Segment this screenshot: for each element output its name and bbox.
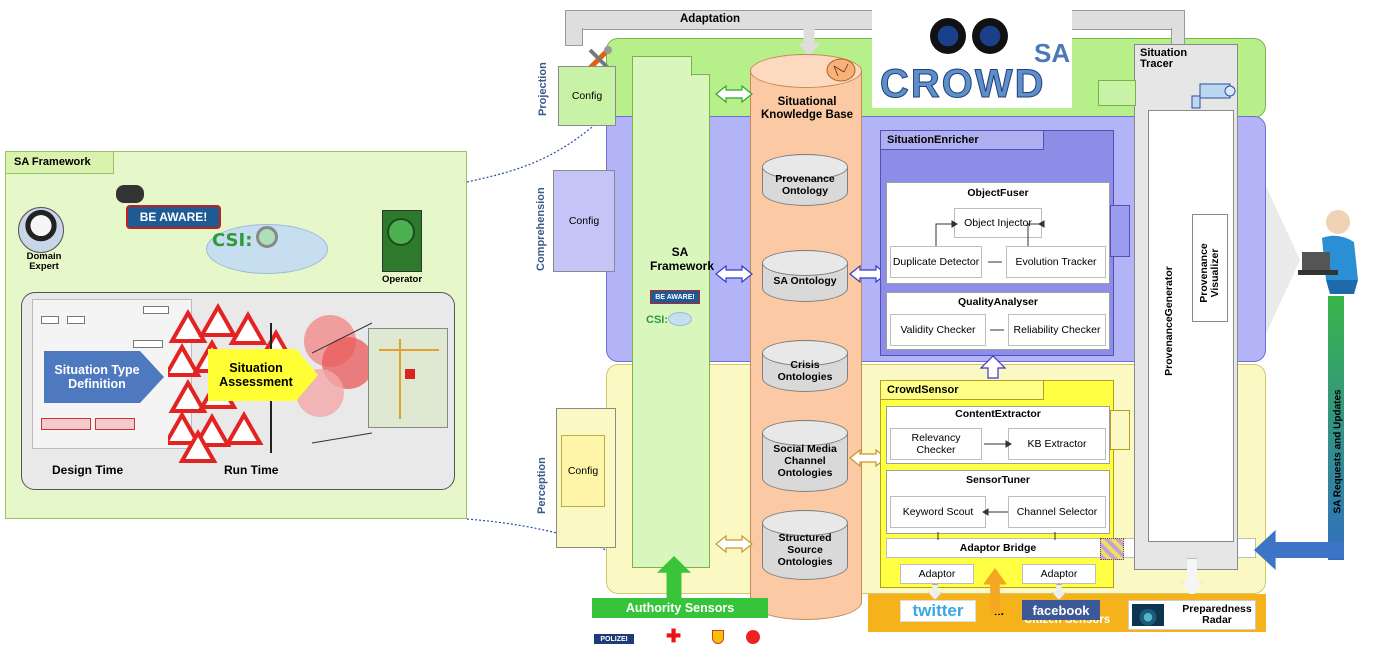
situation-tracer-label: Situation Tracer — [1140, 47, 1188, 70]
situation-assessment-arrow: Situation Assessment — [208, 349, 318, 401]
beaware-logo: BE AWARE! — [126, 205, 221, 229]
sa-ontology: SA Ontology — [762, 250, 848, 302]
domain-expert-label: Domain Expert — [26, 251, 62, 272]
csi-logo-ellipse — [206, 224, 328, 274]
radar-icon — [1132, 604, 1164, 626]
operator-label: Operator — [381, 274, 423, 285]
channel-selector: Channel Selector — [1008, 496, 1106, 528]
perception-config-label: Config — [567, 465, 599, 477]
crowd-logo-text: CROWD — [880, 62, 1046, 107]
content-extractor-title: ContentExtractor — [955, 408, 1041, 420]
kb-extractor: KB Extractor — [1008, 428, 1106, 460]
perception-config-inner: Config — [561, 435, 605, 507]
object-fuser-title: ObjectFuser — [967, 187, 1029, 199]
crowd-sensor-internal-arrows — [937, 440, 1056, 540]
adaptor-right: Adaptor — [1022, 564, 1096, 584]
sensor-tuner-title: SensorTuner — [966, 474, 1030, 486]
adaptation-down-left — [565, 28, 583, 46]
adaptor-left: Adaptor — [900, 564, 974, 584]
user-icon — [1298, 210, 1358, 294]
projection-config-label: Config — [571, 90, 603, 102]
sa-requests-bar — [1328, 296, 1344, 560]
triangle-emblem-icon — [746, 630, 760, 644]
red-cross-icon: ✚ — [666, 626, 682, 646]
relevancy-checker: Relevancy Checker — [890, 428, 982, 460]
sa-requests-label: SA Requests and Updates — [1332, 389, 1344, 514]
situation-type-definition-arrow: Situation Type Definition — [44, 351, 164, 403]
map-thumbnail — [368, 328, 448, 428]
network-cloud-icon — [826, 58, 856, 82]
sa-framework-panel: SA Framework Domain Expert BE AWARE! CSI… — [5, 151, 467, 519]
enricher-internal-arrows — [935, 220, 1045, 331]
sa-logo-text: SA — [1034, 38, 1071, 68]
enricher-connector — [1110, 205, 1130, 257]
provenance-visualizer — [1192, 214, 1228, 322]
validity-checker: Validity Checker — [890, 314, 986, 346]
beaware-small-logo: BE AWARE! — [650, 290, 700, 304]
binoculars-icon — [116, 185, 144, 203]
design-run-panel: Situation Type Definition Situation Asse… — [21, 292, 455, 490]
situation-enricher-title: SituationEnricher — [880, 130, 1044, 150]
projection-config: Config — [558, 66, 616, 126]
provenance-visualizer-label: Provenance Visualizer — [1198, 243, 1221, 303]
sa-framework-panel-title: SA Framework — [6, 152, 114, 174]
radar-screen-icon — [387, 218, 415, 246]
comprehension-config: Config — [553, 170, 615, 272]
evolution-tracker: Evolution Tracker — [1006, 246, 1106, 278]
twitter-logo: twitter — [900, 600, 976, 622]
design-time-label: Design Time — [52, 463, 124, 477]
knowledge-base-title: Situational Knowledge Base — [760, 96, 854, 121]
provenance-generator-label: ProvenanceGenerator — [1163, 266, 1175, 376]
puzzle-icon — [1100, 538, 1124, 560]
provenance-ontology: Provenance Ontology — [762, 154, 848, 206]
adaptation-label: Adaptation — [680, 13, 741, 25]
domain-expert-icon — [18, 207, 64, 253]
provenance-generator — [1148, 110, 1234, 542]
crowd-sensor-title: CrowdSensor — [880, 380, 1044, 400]
structured-source-ontologies: Structured Source Ontologies — [762, 510, 848, 580]
duplicate-detector: Duplicate Detector — [890, 246, 982, 278]
run-time-label: Run Time — [224, 463, 279, 477]
quality-analyser-title: QualityAnalyser — [958, 296, 1038, 308]
csi-logo: CSI: — [212, 230, 253, 251]
sa-crowd-logo — [872, 0, 1072, 108]
crisis-ontologies: Crisis Ontologies — [762, 340, 848, 392]
adaptation-down-center — [798, 28, 820, 56]
sa-framework-column-label: SA Framework — [650, 245, 715, 273]
perception-config: Config — [556, 408, 616, 548]
keyword-scout: Keyword Scout — [890, 496, 986, 528]
object-injector: Object Injector — [954, 208, 1042, 238]
csi-small-logo: CSI: — [646, 314, 668, 326]
polizei-logo: POLIZEI — [594, 634, 634, 644]
shield-icon — [712, 630, 724, 644]
tracer-tab — [1098, 80, 1136, 106]
content-extractor-connector — [1110, 410, 1130, 450]
binoculars-logo-icon — [930, 18, 1010, 56]
comprehension-config-label: Config — [568, 215, 600, 227]
reliability-checker: Reliability Checker — [1008, 314, 1106, 346]
authority-sensors: Authority Sensors — [592, 598, 768, 618]
preparedness-radar-label: Preparedness Radar — [1182, 603, 1252, 626]
social-media-ontologies: Social Media Channel Ontologies — [762, 420, 848, 492]
magnifier-icon — [256, 226, 278, 248]
camera-icon — [1191, 83, 1236, 109]
facebook-logo: facebook — [1022, 600, 1100, 620]
